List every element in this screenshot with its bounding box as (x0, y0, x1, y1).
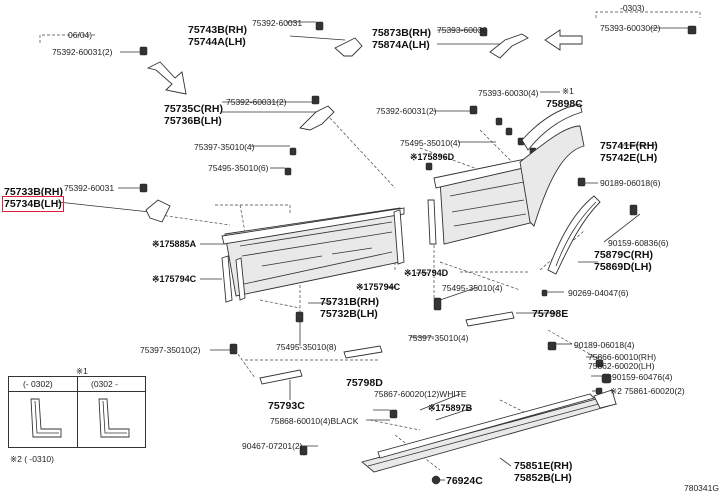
note-x2: ※2 ( -0310) (10, 454, 54, 464)
label-75397-35010-b: 75397-35010(4) (408, 333, 469, 343)
label-75392-60031-c: 75392-60031(2) (226, 97, 287, 107)
label-75744a: 75744A(LH) (188, 36, 246, 48)
label-75874a: 75874A(LH) (372, 39, 430, 51)
part-75735c (299, 105, 335, 131)
label-75861-60020: ※2 75861-60020(2) (610, 386, 685, 396)
label-75741f: 75741F(RH) (600, 140, 658, 152)
label-75851e: 75851E(RH) (514, 460, 573, 472)
leader-lines (57, 21, 688, 481)
part-rocker-end-cap (593, 389, 617, 409)
inset-strip-late (98, 398, 130, 438)
label-75794c-b: ※175794C (356, 282, 401, 292)
label-75393-60030-a: 75393-60030 (437, 25, 488, 35)
label-75742e: 75742E(LH) (600, 152, 658, 164)
label-75495-35010-d: 75495-35010(8) (276, 342, 337, 352)
label-75866-60010: 75866-60010(RH) (588, 352, 657, 362)
label-75392-60031-a: 75392-60031(2) (52, 47, 113, 57)
label-75867-60020: 75867-60020(12)WHITE (374, 389, 467, 399)
label-75495-35010-c: 75495-35010(4) (442, 283, 503, 293)
label-75794d: ※175794D (404, 268, 449, 278)
bracket-left-top (39, 34, 95, 43)
inset-variants-box: (- 0302) (0302 - (8, 376, 146, 448)
label-75885a: ※175885A (152, 239, 197, 249)
part-75851e (361, 397, 618, 473)
arrow-right (544, 29, 583, 51)
label-75393-60030-b: 75393-60030(2) (600, 23, 661, 33)
label-90159-60476: 90159-60476(4) (612, 372, 673, 382)
part-75741f (519, 125, 585, 227)
label-75495-35010-a: 75495-35010(4) (400, 138, 461, 148)
label-75397-35010-a: 75397-35010(4) (194, 142, 255, 152)
label-75393-60030-c: 75393-60030(4) (478, 88, 539, 98)
label-75733b: 75733B(RH) (4, 186, 63, 198)
part-75873b (489, 33, 529, 59)
part-75743b (334, 37, 363, 57)
label-90189-06018-b: 90189-06018(4) (574, 340, 635, 350)
label-75794c-a: ※175794C (152, 274, 197, 284)
part-75733b (145, 199, 171, 223)
label-75731b: 75731B(RH) (320, 296, 379, 308)
inset-drawing (30, 398, 130, 438)
label-75869d: 75869D(LH) (594, 261, 652, 273)
label-75798d: 75798D (346, 377, 383, 389)
label-75392-60031-d: 75392-60031(2) (376, 106, 437, 116)
part-75794c-right (393, 209, 405, 265)
part-75794c-left (221, 255, 233, 303)
part-75898c (521, 103, 583, 151)
part-75794d (427, 199, 437, 245)
label-75896d: ※175896D (410, 152, 455, 162)
label-75898c: 75898C (546, 98, 583, 110)
label-75732b: 75732B(LH) (320, 308, 378, 320)
label-note-x1-top: ※1 (562, 86, 574, 96)
label-75793c: 75793C (268, 400, 305, 412)
label-75495-35010-b: 75495-35010(6) (208, 163, 269, 173)
part-75793c (259, 369, 303, 385)
label-75397-35010-c: 75397-35010(2) (140, 345, 201, 355)
label-75868-60010: 75868-60010(4)BLACK (270, 416, 359, 426)
inset-note-x1: ※1 (76, 366, 88, 376)
part-75798d (343, 345, 383, 359)
label-76924c: 76924C (446, 475, 483, 487)
label-90467-07201: 90467-07201(2) (242, 441, 303, 451)
label-75392-60031-e: 75392-60031 (64, 183, 115, 193)
label-figure-number: 780341G (684, 483, 719, 493)
label-75736b: 75736B(LH) (164, 115, 222, 127)
inset-label-late: (0302 - (91, 379, 118, 389)
label-75734b: 75734B(LH) (2, 196, 64, 212)
inset-strip-early (30, 398, 62, 438)
label-90189-06018-a: 90189-06018(6) (600, 178, 661, 188)
label-75862-60020: 75862-60020(LH) (588, 361, 655, 371)
arrow-left (146, 61, 187, 95)
label-75392-60031-b: 75392-60031 (252, 18, 303, 28)
label-75879c: 75879C(RH) (594, 249, 653, 261)
part-75897b (377, 393, 595, 459)
label-75798e: 75798E (532, 308, 569, 320)
label-90159-60836: 90159-60836(6) (608, 238, 669, 248)
label-06-04: 06/04) (68, 30, 93, 40)
label-75873b: 75873B(RH) (372, 27, 431, 39)
label-75735c: 75735C(RH) (164, 103, 223, 115)
bracket-right-top (595, 11, 701, 18)
part-75885a (221, 207, 405, 245)
label-75897b: ※175897B (428, 403, 473, 413)
label-0303: -0303) (620, 3, 645, 13)
label-90269-04047: 90269-04047(6) (568, 288, 629, 298)
label-75743b: 75743B(RH) (188, 24, 247, 36)
label-75852b: 75852B(LH) (514, 472, 572, 484)
part-75794c-left-2 (235, 257, 246, 301)
inset-label-early: (- 0302) (23, 379, 53, 389)
part-75798e (465, 311, 515, 327)
